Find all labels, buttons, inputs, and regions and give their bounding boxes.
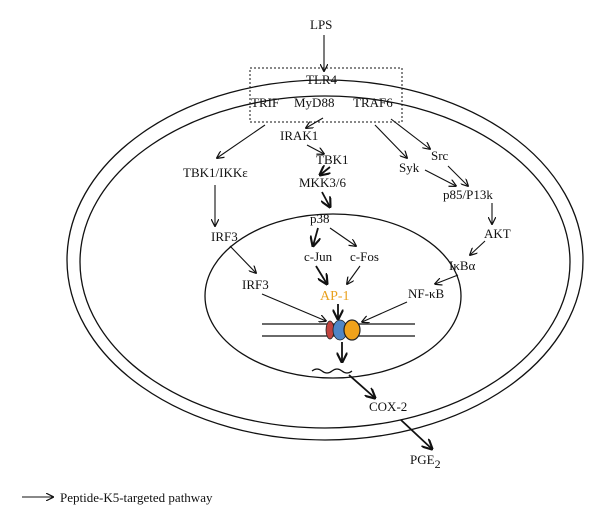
node-cox2: COX-2 [369,399,407,414]
edge-myd88-irak1 [306,117,324,128]
edge-tbk1-mkk36 [320,167,330,175]
edge-src-p85p13k [447,165,468,186]
node-ap1: AP-1 [320,289,350,304]
node-lps: LPS [310,17,332,32]
node-irak1: IRAK1 [280,128,318,143]
node-pge2: PGE2 [410,452,441,471]
edge-syk-p85p13k [424,169,456,186]
cell-membrane-outer [66,79,584,441]
node-syk: Syk [399,160,420,175]
edge-traf6-src [390,118,430,149]
pge2-base: PGE [410,452,435,467]
edge-cfos-ap1 [347,265,361,284]
mrna-squiggle [311,368,353,374]
node-tlr4: TLR4 [306,72,338,87]
cell-membrane-inner [79,95,571,429]
edge-cjun-ap1 [315,265,327,284]
node-p85p13k: p85/P13k [443,187,493,202]
node-cfos: c-Fos [350,249,379,264]
edge-nfkb-promoter [362,301,408,322]
node-cjun: c-Jun [304,249,333,264]
edge-p38-cjun [313,227,318,246]
node-irf3-cytoplasm: IRF3 [211,229,238,244]
legend: Peptide-K5-targeted pathway [22,490,213,505]
edge-irak1-tbk1 [306,144,324,154]
edges [215,35,492,449]
legend-label: Peptide-K5-targeted pathway [60,490,213,505]
edge-irf3nuc-promoter [261,293,326,321]
node-myd88: MyD88 [294,95,334,110]
edge-trif-tbk1ikke [217,124,266,158]
node-tbk1-ikke: TBK1/IKKε [183,165,248,180]
edge-akt-ikba [470,240,486,255]
edge-irf3-irf3nuc [229,245,256,273]
edge-mkk36-p38 [322,191,330,207]
factor-orange [343,319,361,341]
node-trif: TRIF [251,95,279,110]
nucleus [204,213,462,379]
pge2-subscript: 2 [435,457,441,471]
node-tbk1: TBK1 [316,152,349,167]
node-ikba: IκBα [449,258,476,273]
node-akt: AKT [484,226,511,241]
edge-p38-cfos [329,227,356,246]
node-mkk36: MKK3/6 [299,175,346,190]
node-traf6: TRAF6 [353,95,393,110]
edge-ikba-nfkb [435,274,459,284]
edge-traf6-syk [374,124,407,158]
node-src: Src [431,148,449,163]
node-irf3-nucleus: IRF3 [242,277,269,292]
edge-mrna-cox2 [348,374,375,398]
node-nfkb: NF-κB [408,286,444,301]
edge-cox2-pge2 [400,419,432,449]
node-p38: p38 [310,211,330,226]
